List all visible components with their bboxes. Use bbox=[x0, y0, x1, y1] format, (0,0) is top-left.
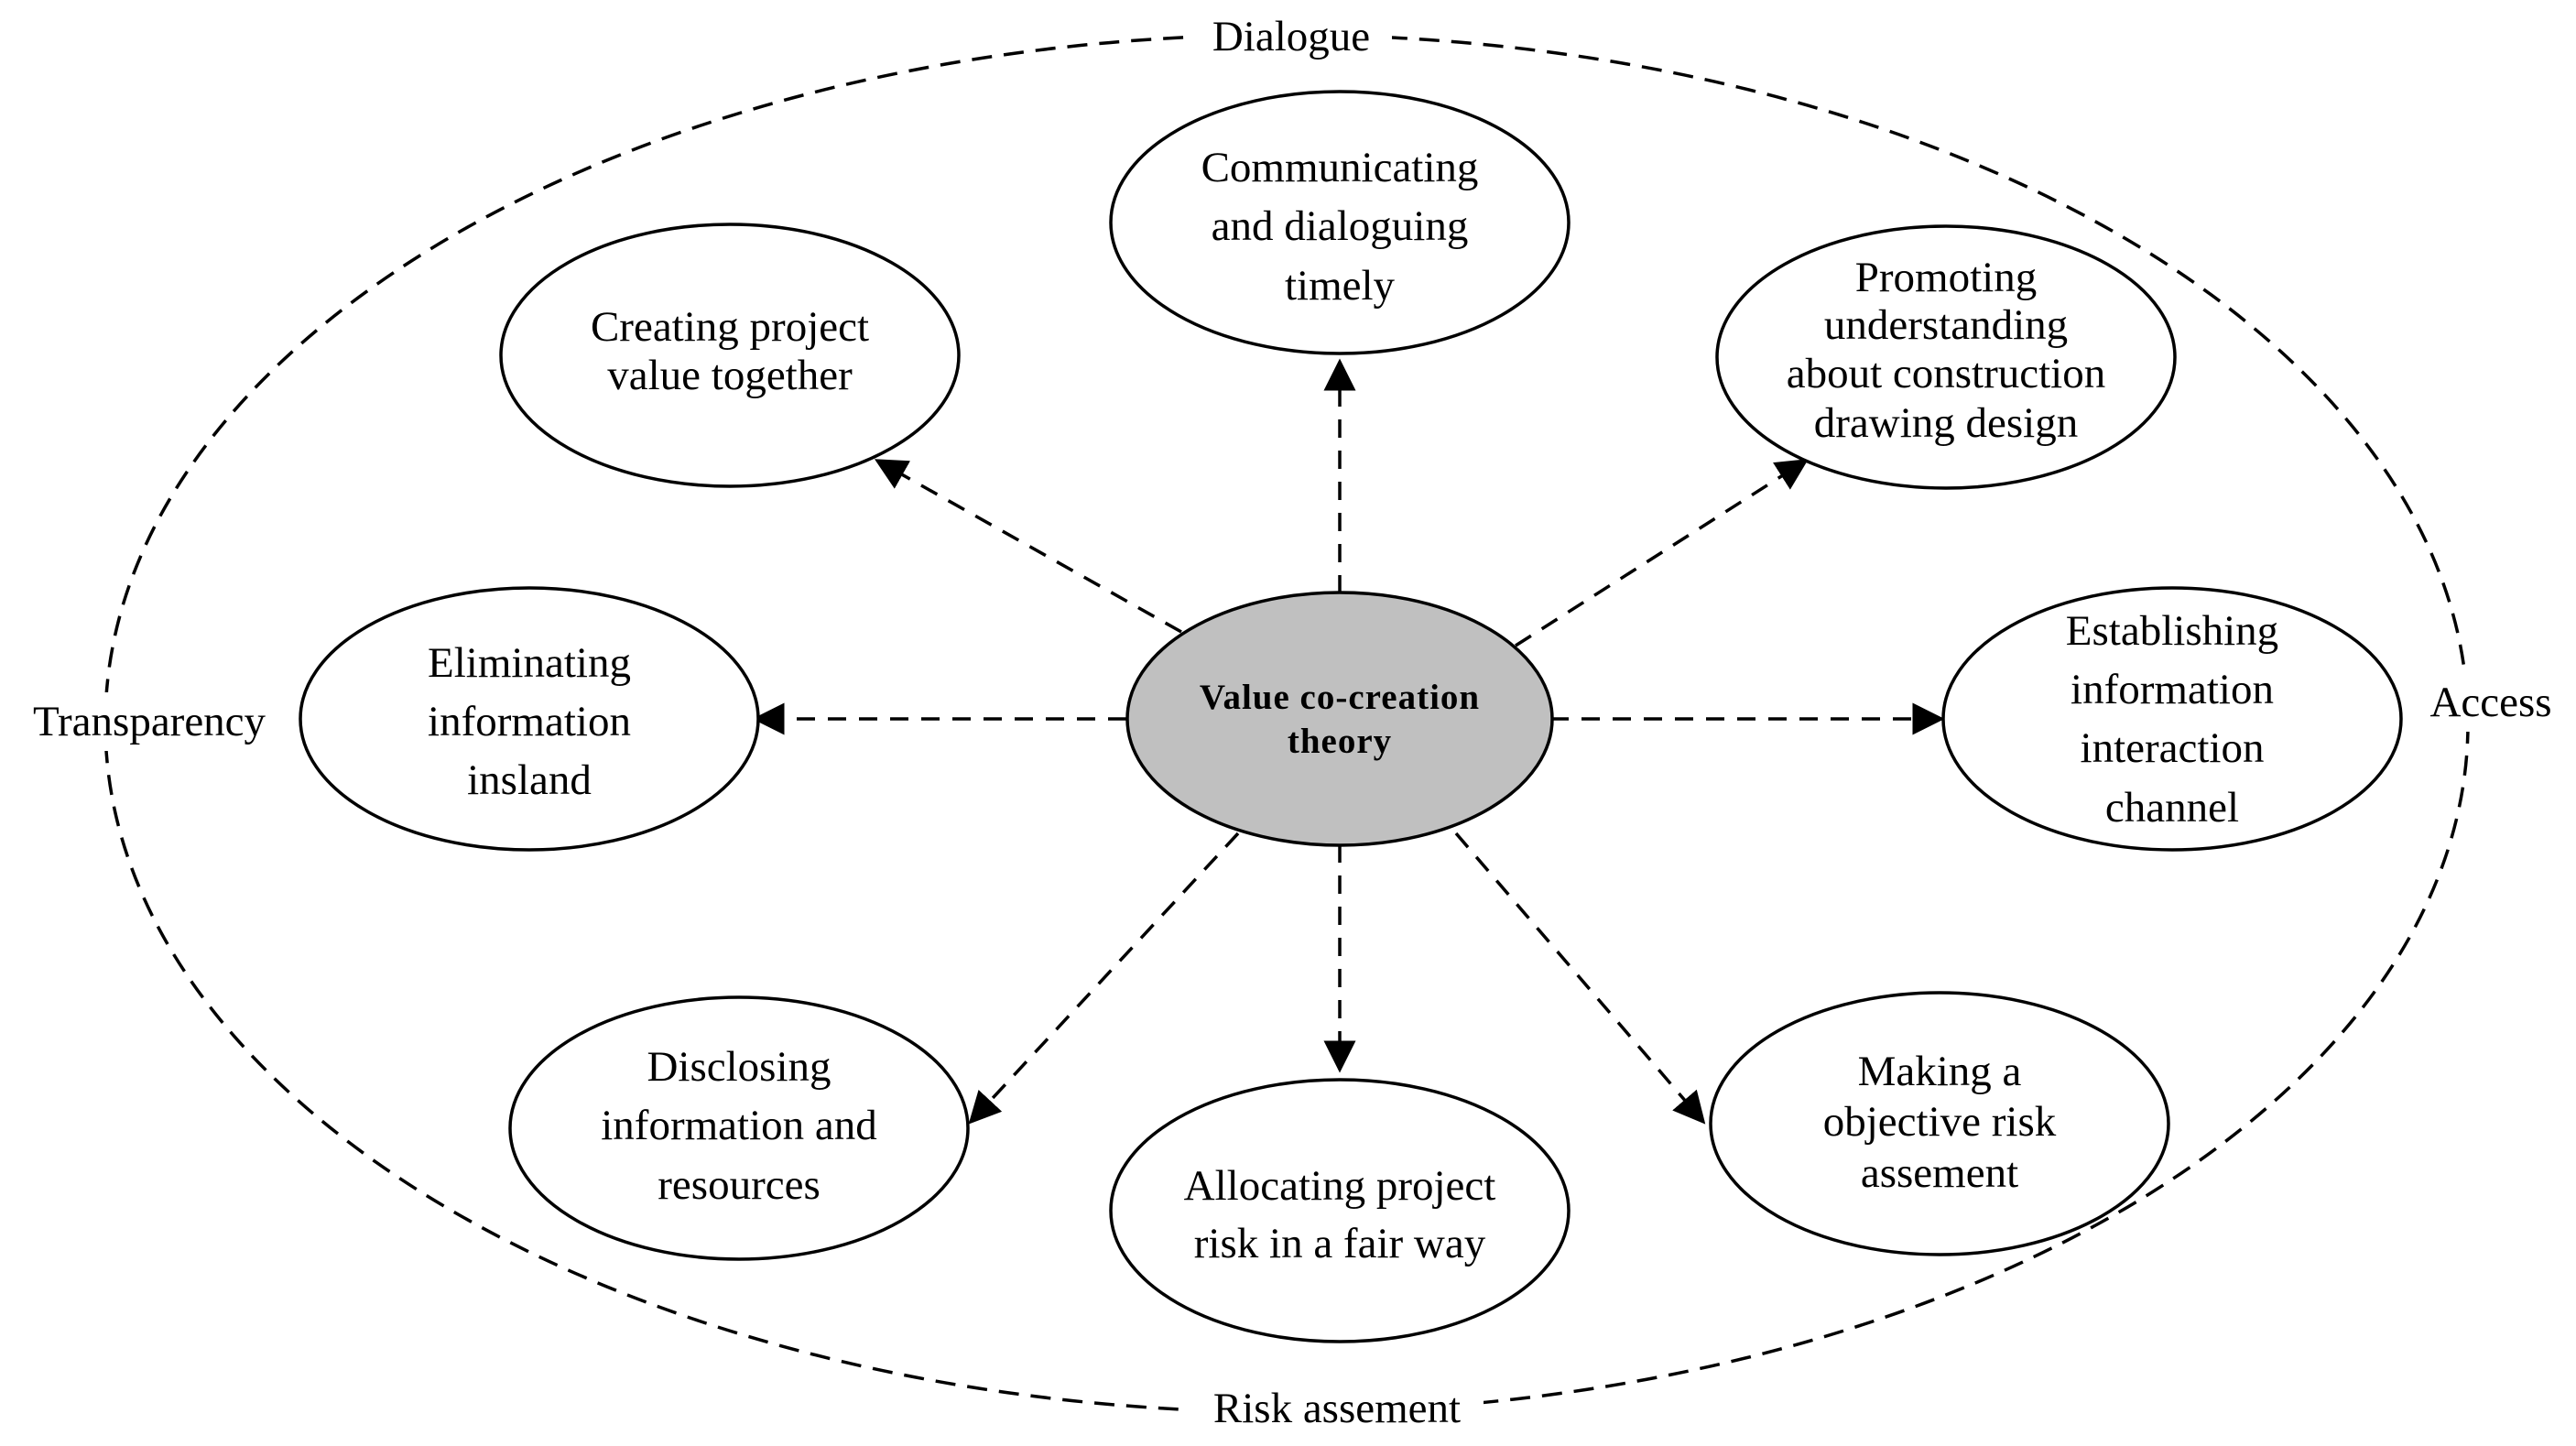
node-communicating-line-1: Communicating bbox=[1201, 144, 1479, 191]
node-objective-assessment: Making a objective risk assement bbox=[1709, 991, 2170, 1256]
node-ellipse bbox=[1715, 224, 2177, 490]
node-allocating-risk-line-1: Allocating project bbox=[1184, 1162, 1496, 1210]
node-communicating-line-3: timely bbox=[1285, 262, 1396, 310]
node-disclosing-information-line-1: Disclosing bbox=[647, 1043, 831, 1091]
node-ellipse bbox=[499, 223, 961, 488]
node-eliminating-island-line-2: information bbox=[428, 698, 631, 745]
node-establishing-channel-line-1: Establishing bbox=[2066, 607, 2278, 655]
node-ellipse bbox=[299, 586, 760, 852]
node-establishing-channel: Establishing information interaction cha… bbox=[1941, 586, 2403, 852]
node-ellipse bbox=[1109, 90, 1571, 355]
arrow-to-creating-value bbox=[874, 459, 1182, 634]
node-eliminating-island-line-3: insland bbox=[467, 756, 592, 804]
node-promoting-understanding-line-2: understanding bbox=[1824, 301, 2068, 349]
node-ellipse bbox=[508, 995, 970, 1261]
node-objective-assessment-line-1: Making a bbox=[1858, 1048, 2022, 1095]
node-creating-value-line-1: Creating project bbox=[591, 303, 869, 351]
node-eliminating-island: Eliminating information insland bbox=[299, 586, 760, 852]
node-ellipse bbox=[1709, 991, 2170, 1256]
dimension-right-bg bbox=[2427, 673, 2564, 732]
center-node-line-1: Value co-creation bbox=[1200, 678, 1480, 717]
node-promoting-understanding-line-3: about construction bbox=[1787, 350, 2106, 397]
center-ellipse bbox=[1125, 591, 1554, 847]
node-establishing-channel-line-2: information bbox=[2071, 666, 2274, 713]
node-communicating-line-2: and dialoguing bbox=[1212, 202, 1469, 250]
node-establishing-channel-line-3: interaction bbox=[2081, 724, 2265, 772]
node-promoting-understanding: Promoting understanding about constructi… bbox=[1715, 224, 2177, 490]
center-node: Value co-creation theory bbox=[1125, 591, 1554, 847]
node-establishing-channel-line-4: channel bbox=[2105, 784, 2239, 832]
dimension-left-bg bbox=[14, 692, 288, 751]
node-allocating-risk: Allocating project risk in a fair way bbox=[1109, 1078, 1571, 1343]
node-ellipse bbox=[1109, 1078, 1571, 1343]
node-ellipse bbox=[1941, 586, 2403, 852]
dimension-label-access: Access bbox=[2429, 679, 2551, 726]
node-promoting-understanding-line-1: Promoting bbox=[1855, 254, 2037, 301]
dimension-bottom-bg bbox=[1181, 1381, 1484, 1438]
arrow-to-disclosing-information bbox=[968, 832, 1240, 1125]
dimension-top-bg bbox=[1190, 9, 1392, 64]
node-promoting-understanding-line-4: drawing design bbox=[1814, 399, 2078, 447]
node-disclosing-information-line-3: resources bbox=[658, 1161, 820, 1209]
dimension-label-dialogue: Dialogue bbox=[1212, 13, 1370, 60]
node-disclosing-information-line-2: information and bbox=[601, 1102, 877, 1149]
node-eliminating-island-line-1: Eliminating bbox=[428, 639, 631, 687]
dimension-label-transparency: Transparency bbox=[33, 698, 266, 745]
node-creating-value-line-2: value together bbox=[607, 352, 853, 399]
arrow-to-objective-assessment bbox=[1454, 832, 1706, 1125]
node-disclosing-information: Disclosing information and resources bbox=[508, 995, 970, 1261]
arrows bbox=[752, 358, 1945, 1125]
center-node-line-2: theory bbox=[1288, 722, 1392, 761]
node-objective-assessment-line-3: assement bbox=[1861, 1149, 2018, 1197]
node-creating-value: Creating project value together bbox=[499, 223, 961, 488]
dimension-label-risk-assement: Risk assement bbox=[1213, 1385, 1461, 1432]
arrow-to-promoting-understanding bbox=[1515, 459, 1809, 647]
node-communicating: Communicating and dialoguing timely bbox=[1109, 90, 1571, 355]
node-allocating-risk-line-2: risk in a fair way bbox=[1194, 1220, 1486, 1267]
node-objective-assessment-line-2: objective risk bbox=[1823, 1098, 2057, 1146]
